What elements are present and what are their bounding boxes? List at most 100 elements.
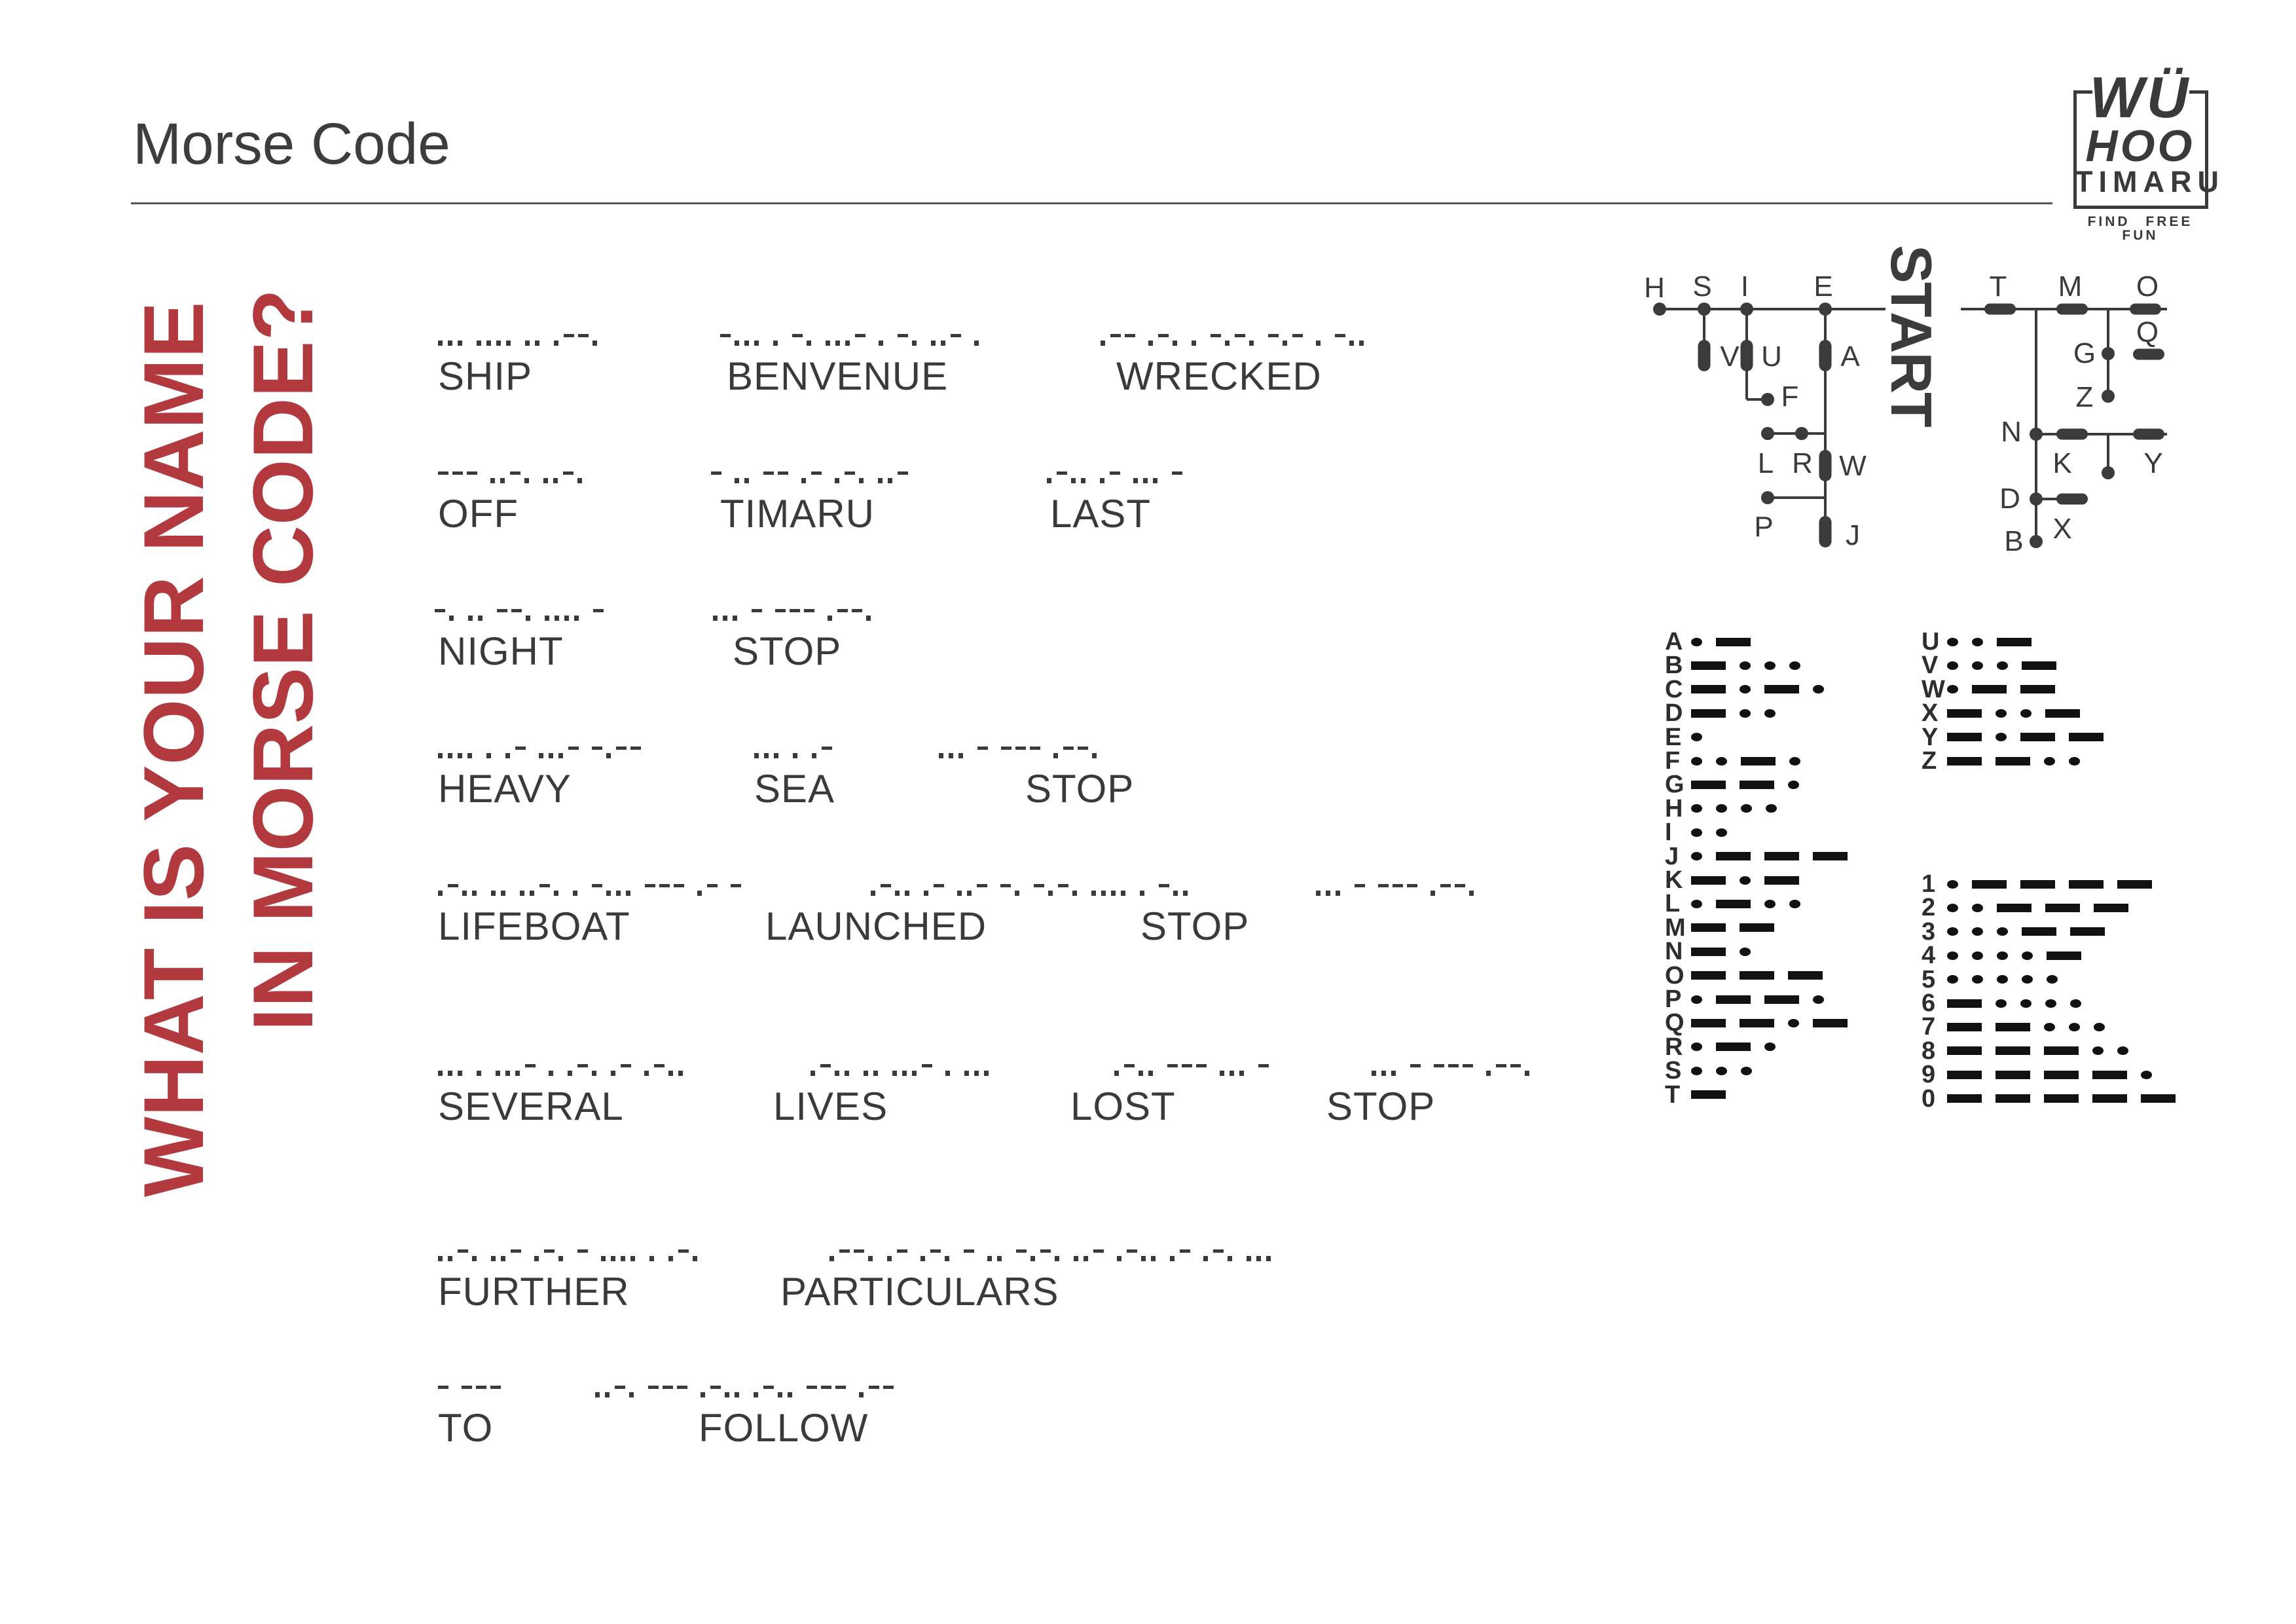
morse-dot [1139, 1071, 1143, 1076]
morse-code-group [438, 745, 645, 758]
chart-dash [2092, 1094, 2127, 1103]
morse-code-group [1047, 470, 1186, 483]
morse-code-group [438, 882, 745, 896]
morse-dot [449, 616, 454, 621]
chart-dot [1972, 637, 1983, 646]
chart-dot [2094, 1022, 2105, 1031]
tree-dash-symbol [2130, 303, 2161, 315]
chart-dot [1947, 951, 1958, 960]
chart-dot [1764, 1043, 1776, 1052]
morse-dot [1053, 753, 1058, 758]
decoded-word: SEVERAL [438, 1084, 624, 1128]
morse-dash [1463, 1064, 1473, 1067]
morse-dash [752, 609, 762, 612]
morse-dot [1230, 1071, 1234, 1076]
chart-dash [2069, 879, 2104, 889]
chart-letter: 3 [1922, 917, 1936, 946]
morse-dash [476, 1386, 486, 1389]
chart-letter: W [1922, 675, 1945, 703]
morse-dot [835, 478, 839, 483]
chart-dash [2020, 685, 2055, 694]
morse-dot [811, 1071, 815, 1076]
chart-dash [1947, 756, 1982, 766]
chart-dash [2022, 661, 2056, 670]
chart-dot [1788, 1018, 1799, 1027]
chart-dot [1789, 899, 1800, 908]
chart-dash [2069, 733, 2104, 742]
chart-dot [1764, 661, 1776, 670]
tree-dot-symbol [1761, 427, 1774, 440]
chart-letter: M [1665, 913, 1686, 942]
morse-dot [543, 478, 548, 483]
morse-dot [1047, 478, 1051, 483]
morse-dot [905, 891, 909, 896]
morse-dash [898, 334, 908, 337]
morse-dash [615, 1386, 625, 1389]
morse-code-group [595, 1384, 898, 1397]
chart-letter: U [1922, 628, 1940, 655]
morse-dot [735, 341, 739, 346]
morse-dot [491, 1256, 496, 1261]
chart-dot [2044, 756, 2055, 766]
morse-code-group [438, 332, 602, 346]
morse-dot [871, 891, 875, 896]
morse-dot [539, 753, 543, 758]
morse-dot [835, 1071, 839, 1076]
chart-dot [1947, 685, 1958, 694]
morse-dot [486, 341, 491, 346]
alphabet-row: V [1922, 653, 2056, 678]
morse-dot [774, 753, 778, 758]
morse-dot [549, 1071, 553, 1076]
morse-dash [438, 1386, 448, 1389]
morse-dash [1172, 471, 1182, 475]
morse-dot [1117, 1256, 1121, 1261]
morse-dot [606, 891, 611, 896]
morse-dot [931, 341, 936, 346]
morse-dot [626, 891, 630, 896]
tree-letter-y: Y [2143, 447, 2163, 479]
chart-dot [1716, 1066, 1727, 1075]
morse-dash [490, 1386, 501, 1389]
morse-dash [977, 747, 988, 750]
morse-dot [912, 1071, 917, 1076]
chart-dash [2092, 1070, 2127, 1079]
chart-dash [1947, 733, 1982, 742]
morse-dash [515, 747, 526, 750]
chart-letter: 0 [1922, 1084, 1936, 1113]
decoded-word: STOP [1140, 904, 1250, 948]
chart-dot [1997, 661, 2008, 670]
chart-dash [1764, 852, 1799, 861]
morse-dash [778, 471, 788, 475]
morse-dot [1170, 1256, 1175, 1261]
morse-dash [592, 747, 602, 750]
chart-code [1691, 995, 1824, 1004]
morse-dot [967, 891, 972, 896]
morse-dash [539, 884, 550, 887]
tree-letter-h: H [1644, 272, 1665, 304]
morse-dash [568, 747, 579, 750]
morse-dash [1015, 747, 1026, 750]
morse-dot [735, 1392, 739, 1397]
morse-dash [1510, 1064, 1521, 1067]
alphabet-row: B [1665, 653, 1800, 678]
tree-letter-i: I [1740, 270, 1749, 303]
morse-dot [744, 341, 749, 346]
chart-letter: A [1665, 628, 1683, 655]
morse-dash [711, 471, 721, 475]
morse-dash [1378, 884, 1389, 887]
morse-code-group [939, 745, 1102, 758]
chart-dot [1716, 828, 1727, 837]
chart-dash [1972, 685, 2007, 694]
morse-dot [1326, 891, 1330, 896]
tree-letter-b: B [2004, 525, 2024, 557]
chart-dash [1716, 1043, 1751, 1052]
alphabet-row: U [1922, 628, 2032, 655]
morse-dash [1434, 1064, 1444, 1067]
morse-dash [710, 1386, 721, 1389]
chart-letter: N [1665, 938, 1683, 966]
morse-dot [984, 1071, 989, 1076]
morse-dash [678, 1249, 689, 1253]
morse-dot [501, 1256, 505, 1261]
chart-dash [1691, 923, 1726, 932]
chart-letter: E [1665, 723, 1682, 751]
